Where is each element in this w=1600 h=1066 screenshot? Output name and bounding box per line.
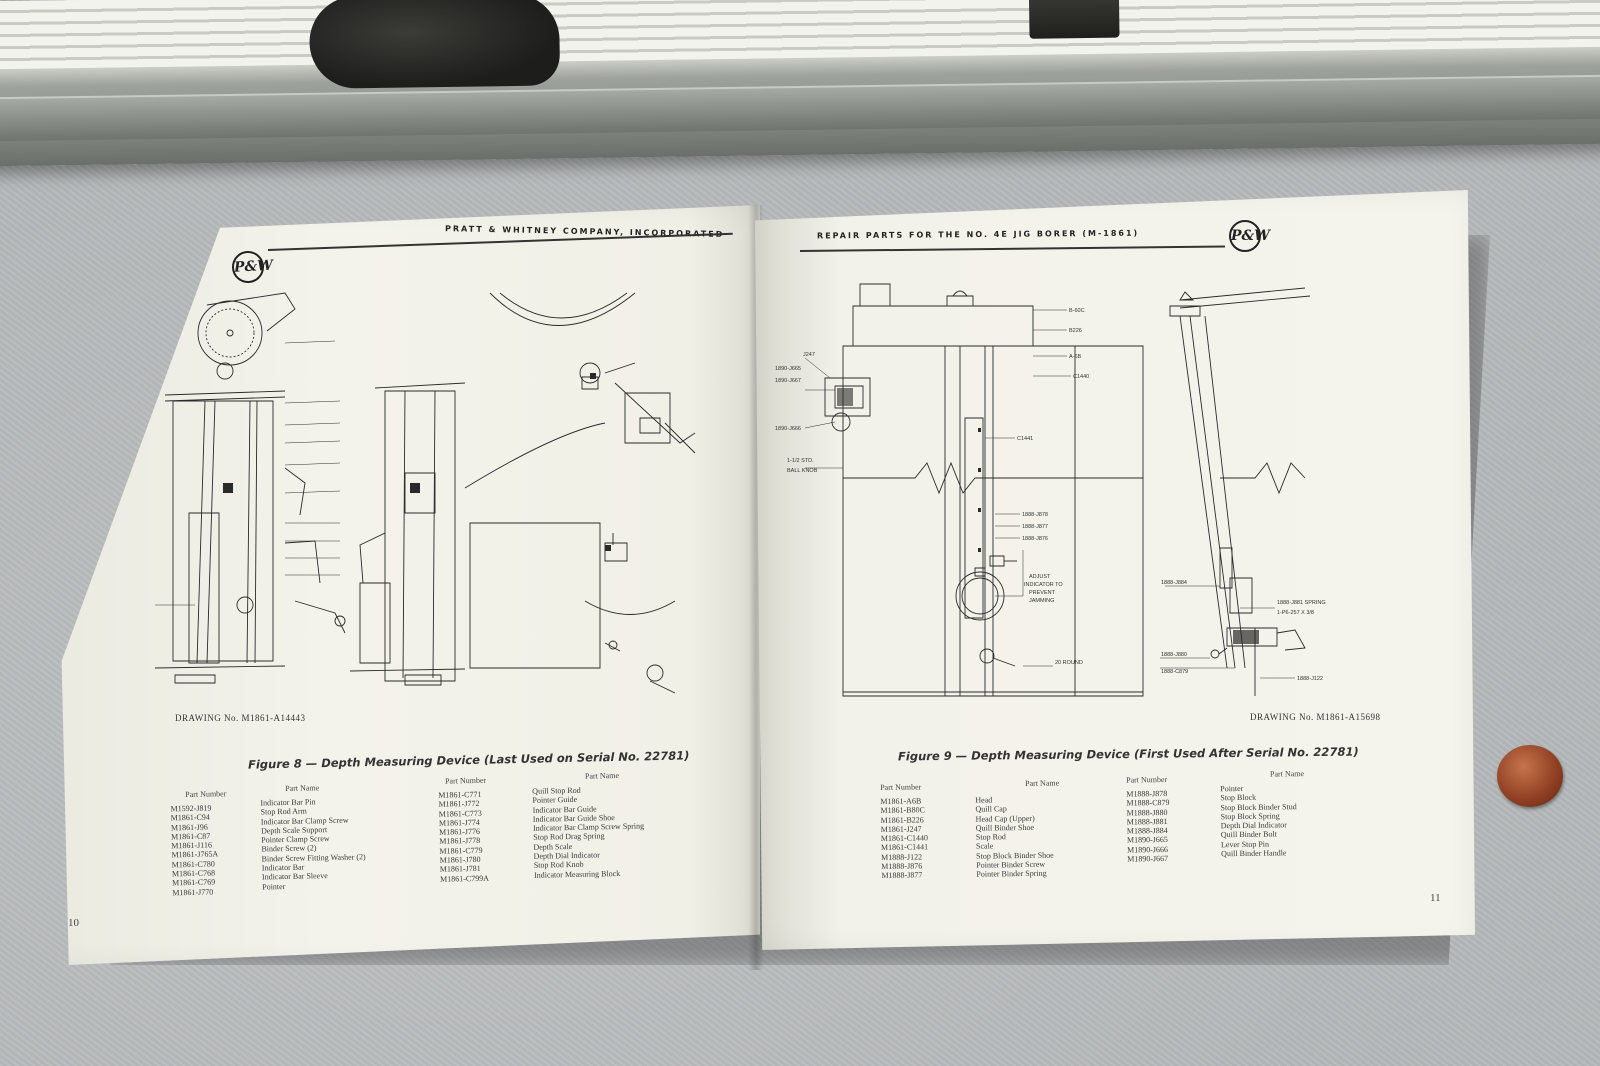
right-parts-list: Part Number Part Name Part Number Part N… xyxy=(880,767,1441,885)
label-j247: J247 xyxy=(803,352,815,358)
metal-shelf xyxy=(0,0,1600,167)
left-parts-list: Part Number Part Name Part Number Part N… xyxy=(140,771,712,903)
right-page-header: REPAIR PARTS FOR THE NO. 4E JIG BORER (M… xyxy=(816,228,1140,241)
part-number: M1888-C879 xyxy=(1126,798,1170,808)
black-cable xyxy=(308,0,561,89)
shelf-slats xyxy=(0,0,1600,70)
label-pin: 1-P6-257 X 3/8 xyxy=(1277,610,1314,616)
part-number: M1888-J880 xyxy=(1126,807,1168,818)
label-adjust-2: INDICATOR TO xyxy=(1024,582,1063,588)
part-number: M1861-C799A xyxy=(439,873,490,884)
part-number: M1861-C769 xyxy=(172,877,216,888)
figure-9-caption: Figure 9 — Depth Measuring Device (First… xyxy=(897,744,1359,764)
shelf-rail xyxy=(0,74,1600,142)
left-table1-names: Indicator Bar Pin Stop Rod Arm Indicator… xyxy=(260,796,366,891)
part-name: Stop Block Binder Stud xyxy=(1220,801,1297,812)
right-table2-numbers: M1888-J878 M1888-C879 M1888-J880 M1888-J… xyxy=(1126,789,1170,864)
right-table1-names: Head Quill Cap Head Cap (Upper) Quill Bi… xyxy=(975,795,1054,880)
pw-logo-left: P&W xyxy=(231,250,273,284)
left-page-header: PRATT & WHITNEY COMPANY, INCORPORATED xyxy=(444,224,725,239)
part-name: Pointer Binder Spring xyxy=(976,869,1047,880)
label-j122: 1888-J122 xyxy=(1297,676,1323,682)
label-j666: 1890-J666 xyxy=(775,426,801,432)
right-drawing-number: DRAWING No. M1861-A15698 xyxy=(1250,712,1381,722)
col-head-part-name: Part Name xyxy=(1025,778,1060,788)
left-table2-numbers: M1861-C771 M1861-J772 M1861-C773 M1861-J… xyxy=(438,790,489,884)
label-j665: 1890-J665 xyxy=(775,366,801,372)
label-adjust-4: JAMMING xyxy=(1029,598,1054,604)
label-j877: 1888-J877 xyxy=(1022,524,1048,530)
right-page-number: 11 xyxy=(1430,892,1441,904)
part-name: Pointer xyxy=(262,881,286,892)
part-number: M1861-B226 xyxy=(880,814,924,825)
label-j881: 1888-J881 SPRING xyxy=(1277,600,1326,606)
label-j880: 1888-J880 xyxy=(1161,652,1187,658)
part-number: M1861-C1441 xyxy=(880,842,929,853)
figure-9-drawing: B-60C B226 A-6B C1440 C1441 J247 1890-J6… xyxy=(775,278,1326,718)
figure-8-drawing xyxy=(135,283,695,743)
label-c1441: C1441 xyxy=(1017,436,1033,442)
part-number: M1861-C773 xyxy=(438,808,482,819)
part-number: M1861-C771 xyxy=(438,789,482,800)
part-number: M1861-C779 xyxy=(439,845,483,856)
label-b60c: B-60C xyxy=(1069,308,1085,314)
label-j876: 1888-J876 xyxy=(1022,536,1048,542)
label-c879: 1888-C879 xyxy=(1161,669,1188,675)
right-table2-names: Pointer Stop Block Stop Block Binder Stu… xyxy=(1220,783,1297,858)
pw-logo-right: P&W xyxy=(1229,220,1270,252)
label-std: 1-1/2 STD. xyxy=(787,458,814,464)
label-b226: B226 xyxy=(1069,328,1082,334)
label-a6b: A-6B xyxy=(1069,354,1082,360)
left-page-number: 10 xyxy=(68,917,79,929)
right-header-rule xyxy=(799,245,1225,252)
label-knob: BALL KNOB xyxy=(787,468,818,474)
label-j878: 1888-J878 xyxy=(1022,512,1048,518)
figure-8-caption: Figure 8 — Depth Measuring Device (Last … xyxy=(247,748,690,772)
col-head-part-number: Part Number xyxy=(880,782,922,792)
label-j884: 1888-J884 xyxy=(1161,580,1187,586)
right-table1-numbers: M1861-A6B M1861-B80C M1861-B226 M1861-J2… xyxy=(880,796,928,880)
left-drawing-number: DRAWING No. M1861-A14443 xyxy=(175,713,306,723)
part-name: Indicator Measuring Block xyxy=(533,868,621,880)
label-j667: 1890-J667 xyxy=(775,378,801,384)
col-head-part-name-2: Part Name xyxy=(1269,769,1305,779)
label-adjust-1: ADJUST xyxy=(1029,574,1051,580)
left-table2-names: Quill Stop Rod Pointer Guide Indicator B… xyxy=(532,784,645,880)
metal-bracket xyxy=(1028,0,1120,39)
label-round: 20 ROUND xyxy=(1055,660,1083,666)
col-head-part-number-2: Part Number xyxy=(444,775,487,786)
col-head-part-number: Part Number xyxy=(185,789,227,800)
part-name: Depth Dial Indicator xyxy=(1220,820,1288,831)
part-number: M1890-J667 xyxy=(1127,854,1169,864)
part-number: M1861-B80C xyxy=(880,805,926,816)
right-page: REPAIR PARTS FOR THE NO. 4E JIG BORER (M… xyxy=(755,190,1475,950)
penny-coin xyxy=(1497,745,1563,807)
left-table1-numbers: M1592-J819 M1861-C94 M1861-J96 M1861-C87… xyxy=(170,803,219,898)
label-adjust-3: PREVENT xyxy=(1029,590,1056,596)
part-number: M1890-J665 xyxy=(1126,835,1168,846)
col-head-part-number-2: Part Number xyxy=(1126,774,1168,785)
col-head-part-name-2: Part Name xyxy=(584,770,620,781)
part-name: Quill Binder Handle xyxy=(1221,848,1287,859)
part-number: M1861-J770 xyxy=(172,887,214,898)
label-c1440: C1440 xyxy=(1073,374,1089,380)
part-number: M1592-J819 xyxy=(170,803,212,814)
col-head-part-name: Part Name xyxy=(285,783,320,793)
part-number: M1888-J877 xyxy=(881,870,923,881)
left-header-rule xyxy=(267,232,733,251)
